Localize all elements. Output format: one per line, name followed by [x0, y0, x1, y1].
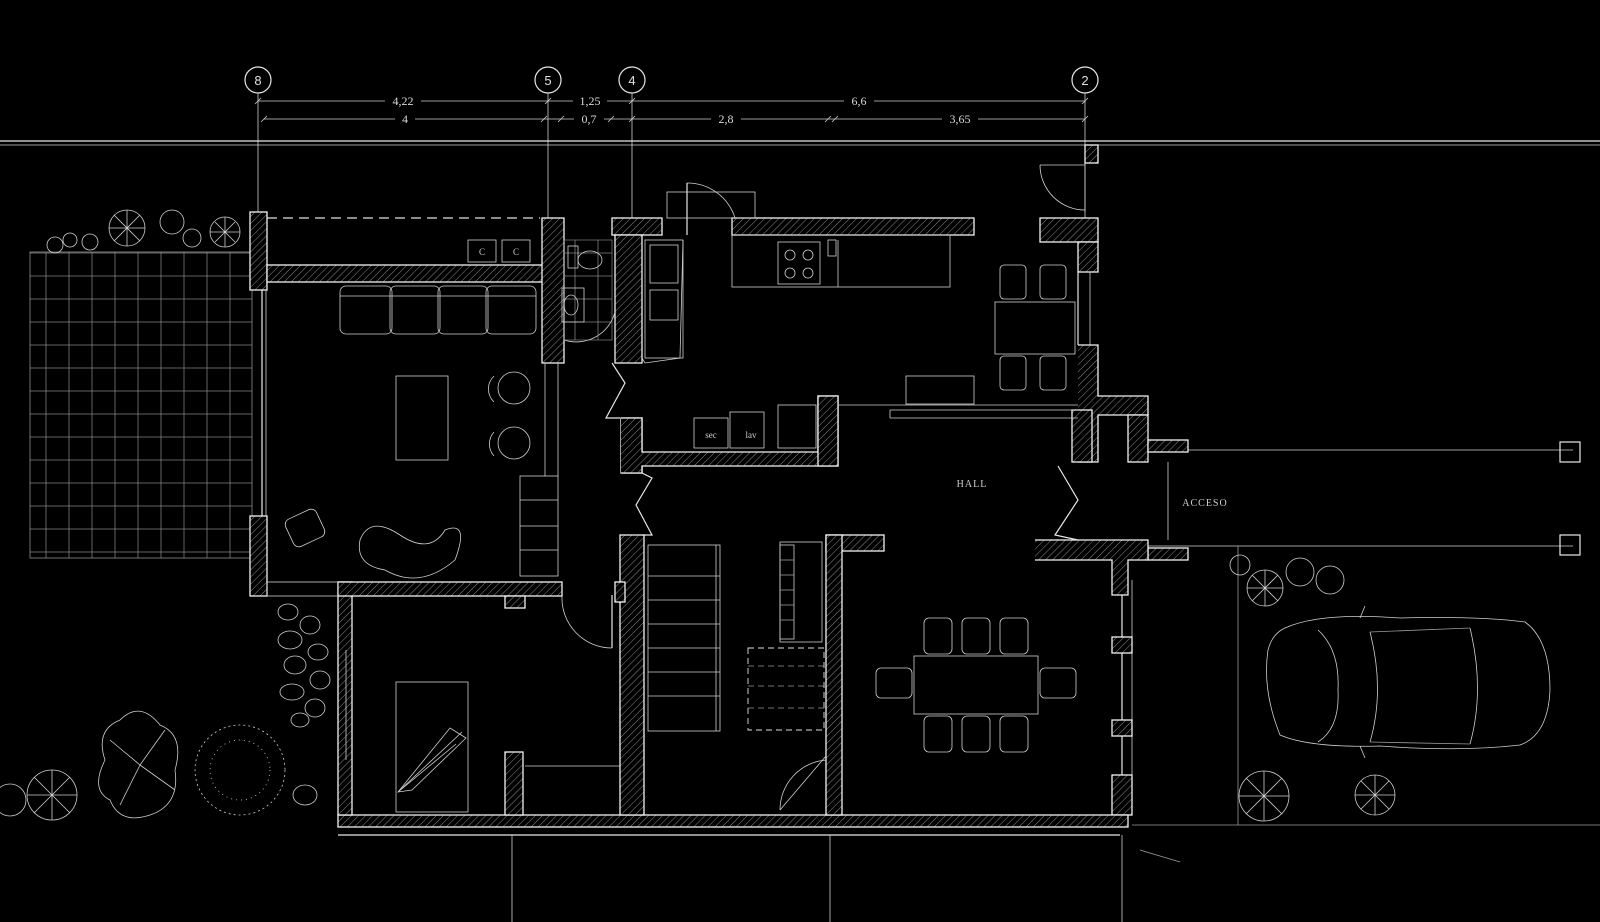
hall-bench	[905, 375, 975, 405]
bedroom	[345, 650, 469, 813]
washer-label: lav	[746, 430, 757, 440]
cooktop-icon	[777, 241, 821, 285]
armchair-icon	[488, 371, 531, 460]
axis-marker-5: 5	[534, 66, 562, 218]
kitchen-table	[994, 264, 1076, 391]
dim-bottom-2: 0,7	[582, 112, 597, 126]
sofa-icon	[339, 285, 537, 335]
room-label-acceso: ACCESO	[1182, 498, 1227, 509]
toilet-icon	[567, 245, 603, 270]
dim-bottom-4: 3,65	[950, 112, 971, 126]
sink-icon	[644, 239, 684, 359]
dim-top-2: 1,25	[580, 94, 601, 108]
palm-trees	[0, 554, 1396, 822]
kitchen: C C	[467, 234, 951, 364]
axis-label-4: 4	[628, 73, 635, 88]
counter-mark-1: C	[479, 247, 485, 257]
living-room	[284, 285, 537, 579]
tree-large	[98, 710, 179, 819]
desk-chair-icon	[284, 508, 326, 548]
dim-bottom-1: 4	[402, 112, 408, 126]
interior-walls	[519, 363, 1093, 816]
dim-top-1: 4,22	[393, 94, 414, 108]
laundry: sec lav	[693, 404, 817, 449]
staircase	[647, 541, 825, 732]
bush-dotted	[194, 724, 286, 816]
stepping-stones	[277, 603, 331, 806]
dimension-lines: 4,22 1,25 6,6 4 0,7 2,8 3,65	[254, 93, 1089, 126]
axis-marker-4: 4	[618, 66, 646, 218]
room-label-hall: HALL	[957, 479, 988, 490]
dim-top-3: 6,6	[852, 94, 867, 108]
washbasin-icon	[561, 287, 585, 323]
axis-label-2: 2	[1081, 73, 1088, 88]
dryer-label: sec	[705, 430, 717, 440]
lounge-sofa	[358, 525, 462, 579]
car-icon	[1266, 605, 1551, 759]
shrub-row-top	[46, 209, 241, 254]
property-boundary	[0, 140, 1600, 922]
axis-label-5: 5	[544, 73, 551, 88]
doors	[561, 164, 1086, 811]
exterior-walls	[249, 211, 1189, 828]
axis-label-8: 8	[254, 73, 261, 88]
landscaping	[0, 209, 1396, 822]
dim-bottom-3: 2,8	[719, 112, 734, 126]
axis-marker-8: 8	[244, 66, 272, 212]
counter-mark-2: C	[513, 247, 519, 257]
bathroom	[561, 239, 613, 341]
dining-table	[875, 617, 1077, 753]
bed-icon	[395, 681, 469, 813]
terrace-paving	[29, 251, 253, 559]
piano-icon	[779, 541, 823, 643]
grid-axes: 8 5 4 2	[244, 66, 1099, 218]
coffee-table	[395, 375, 449, 461]
